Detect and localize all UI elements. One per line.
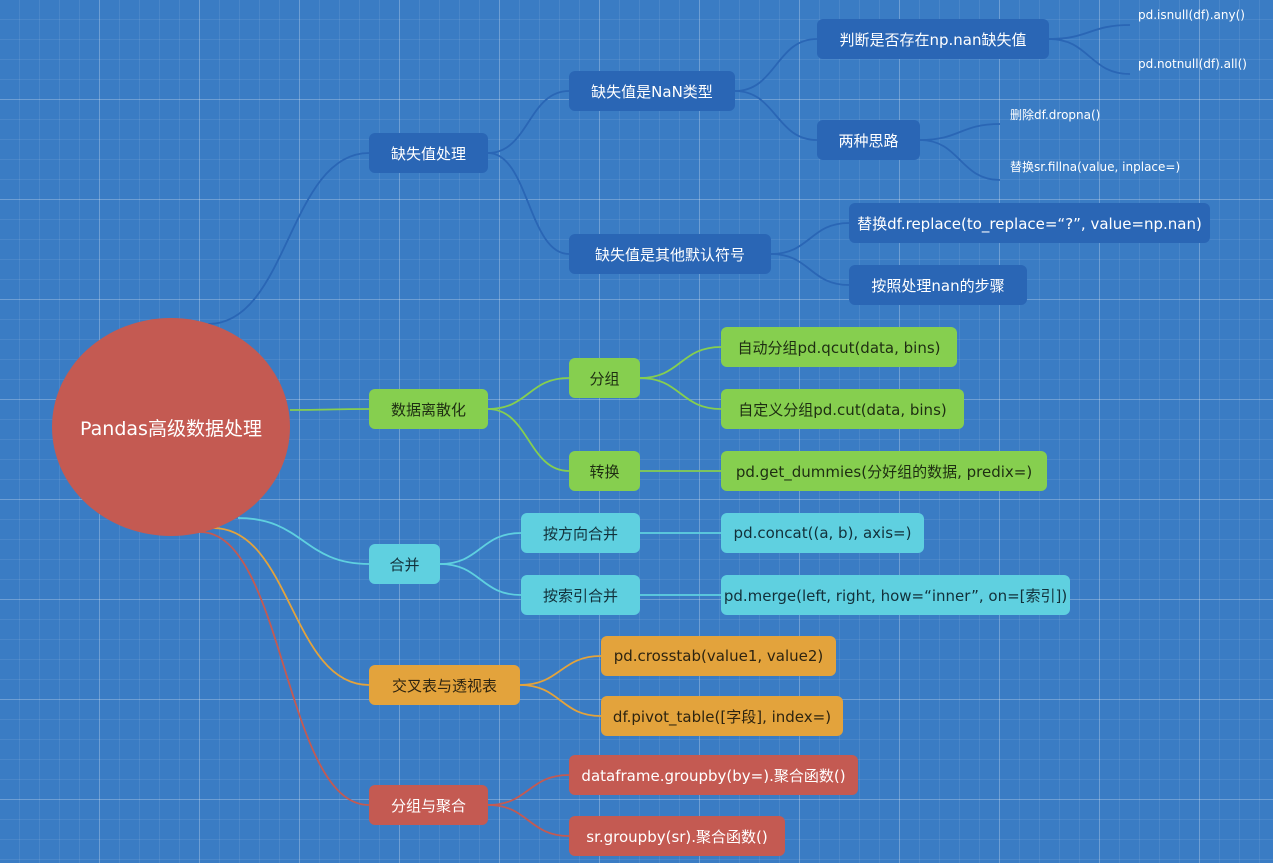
node-two-approaches-label: 两种思路 (838, 131, 899, 150)
node-get-dummies-label: pd.get_dummies(分好组的数据, predix=) (735, 462, 1033, 481)
connector-line (487, 804, 570, 837)
node-group-aggregate-label: 分组与聚合 (390, 796, 466, 815)
node-discretize[interactable]: 数据离散化 (369, 389, 488, 429)
connector-line (289, 408, 370, 411)
connector-line (770, 253, 850, 286)
connector-line (734, 90, 818, 141)
connector-line (639, 346, 722, 379)
connector-line (199, 531, 370, 806)
connector-line (439, 532, 522, 565)
node-crosstab-pivot-label: 交叉表与透视表 (391, 676, 497, 695)
node-get-dummies[interactable]: pd.get_dummies(分好组的数据, predix=) (721, 451, 1047, 491)
node-pivot-table[interactable]: df.pivot_table([字段], index=) (601, 696, 843, 736)
connector-line (519, 684, 602, 717)
connector-line (1048, 38, 1131, 75)
node-by-direction[interactable]: 按方向合并 (521, 513, 640, 553)
node-crosstab-label: pd.crosstab(value1, value2) (613, 647, 824, 665)
connector-line (487, 90, 570, 154)
leaf-notnull-label: pd.notnull(df).all() (1138, 57, 1247, 71)
connector-line (639, 377, 722, 410)
node-discretize-label: 数据离散化 (390, 400, 466, 419)
node-by-index[interactable]: 按索引合并 (521, 575, 640, 615)
node-check-nan-label: 判断是否存在np.nan缺失值 (839, 30, 1027, 49)
node-pd-merge-label: pd.merge(left, right, how=“inner”, on=[索… (723, 586, 1068, 605)
node-nan-type-label: 缺失值是NaN类型 (591, 82, 713, 101)
node-merge-label: 合并 (389, 555, 420, 574)
connector-line (770, 222, 850, 255)
node-group-label: 分组 (589, 369, 620, 388)
node-concat[interactable]: pd.concat((a, b), axis=) (721, 513, 924, 553)
root-label: Pandas高级数据处理 (80, 417, 262, 440)
node-missing-values[interactable]: 缺失值处理 (369, 133, 488, 173)
node-sr-groupby-label: sr.groupby(sr).聚合函数() (586, 827, 768, 846)
node-two-approaches[interactable]: 两种思路 (817, 120, 920, 160)
node-qcut-label: 自动分组pd.qcut(data, bins) (737, 338, 941, 357)
node-follow-nan-steps-label: 按照处理nan的步骤 (871, 276, 1005, 295)
node-pivot-table-label: df.pivot_table([字段], index=) (612, 707, 832, 726)
root-node[interactable]: Pandas高级数据处理 (52, 318, 290, 536)
node-other-symbol[interactable]: 缺失值是其他默认符号 (569, 234, 771, 274)
node-by-index-label: 按索引合并 (542, 586, 618, 605)
leaf-notnull[interactable]: pd.notnull(df).all() (1138, 57, 1247, 71)
node-nan-type[interactable]: 缺失值是NaN类型 (569, 71, 735, 111)
leaf-fillna[interactable]: 替换sr.fillna(value, inplace=) (1010, 158, 1180, 175)
node-convert[interactable]: 转换 (569, 451, 640, 491)
node-qcut[interactable]: 自动分组pd.qcut(data, bins) (721, 327, 957, 367)
leaf-isnull[interactable]: pd.isnull(df).any() (1138, 8, 1245, 22)
connector-line (487, 408, 570, 472)
connector-line (1048, 24, 1131, 40)
connector-line (487, 774, 570, 806)
connector-line (919, 139, 1001, 181)
connector-line (207, 152, 370, 325)
node-pd-merge[interactable]: pd.merge(left, right, how=“inner”, on=[索… (721, 575, 1070, 615)
node-follow-nan-steps[interactable]: 按照处理nan的步骤 (849, 265, 1027, 305)
connector-line (212, 527, 370, 686)
connector-line (487, 377, 570, 410)
node-by-direction-label: 按方向合并 (542, 524, 618, 543)
connector-line (439, 563, 522, 596)
node-replace[interactable]: 替换df.replace(to_replace=“?”, value=np.na… (849, 203, 1210, 243)
node-other-symbol-label: 缺失值是其他默认符号 (594, 245, 745, 264)
node-crosstab-pivot[interactable]: 交叉表与透视表 (369, 665, 520, 705)
node-merge[interactable]: 合并 (369, 544, 440, 584)
node-df-groupby-label: dataframe.groupby(by=).聚合函数() (581, 766, 846, 785)
leaf-dropna[interactable]: 删除df.dropna() (1010, 106, 1100, 123)
leaf-dropna-label: 删除df.dropna() (1010, 108, 1101, 122)
node-concat-label: pd.concat((a, b), axis=) (733, 524, 912, 542)
node-missing-values-label: 缺失值处理 (390, 144, 466, 163)
leaf-fillna-label: 替换sr.fillna(value, inplace=) (1010, 160, 1181, 174)
node-sr-groupby[interactable]: sr.groupby(sr).聚合函数() (569, 816, 785, 856)
connector-line (487, 152, 570, 255)
node-group[interactable]: 分组 (569, 358, 640, 398)
connector-line (734, 38, 818, 92)
connector-line (519, 655, 602, 686)
node-convert-label: 转换 (589, 462, 620, 481)
node-check-nan[interactable]: 判断是否存在np.nan缺失值 (817, 19, 1049, 59)
node-replace-label: 替换df.replace(to_replace=“?”, value=np.na… (857, 214, 1202, 233)
connector-line (237, 517, 370, 565)
node-crosstab[interactable]: pd.crosstab(value1, value2) (601, 636, 836, 676)
node-group-aggregate[interactable]: 分组与聚合 (369, 785, 488, 825)
node-cut[interactable]: 自定义分组pd.cut(data, bins) (721, 389, 964, 429)
node-cut-label: 自定义分组pd.cut(data, bins) (738, 400, 947, 419)
connector-line (919, 123, 1001, 141)
leaf-isnull-label: pd.isnull(df).any() (1138, 8, 1245, 22)
node-df-groupby[interactable]: dataframe.groupby(by=).聚合函数() (569, 755, 858, 795)
